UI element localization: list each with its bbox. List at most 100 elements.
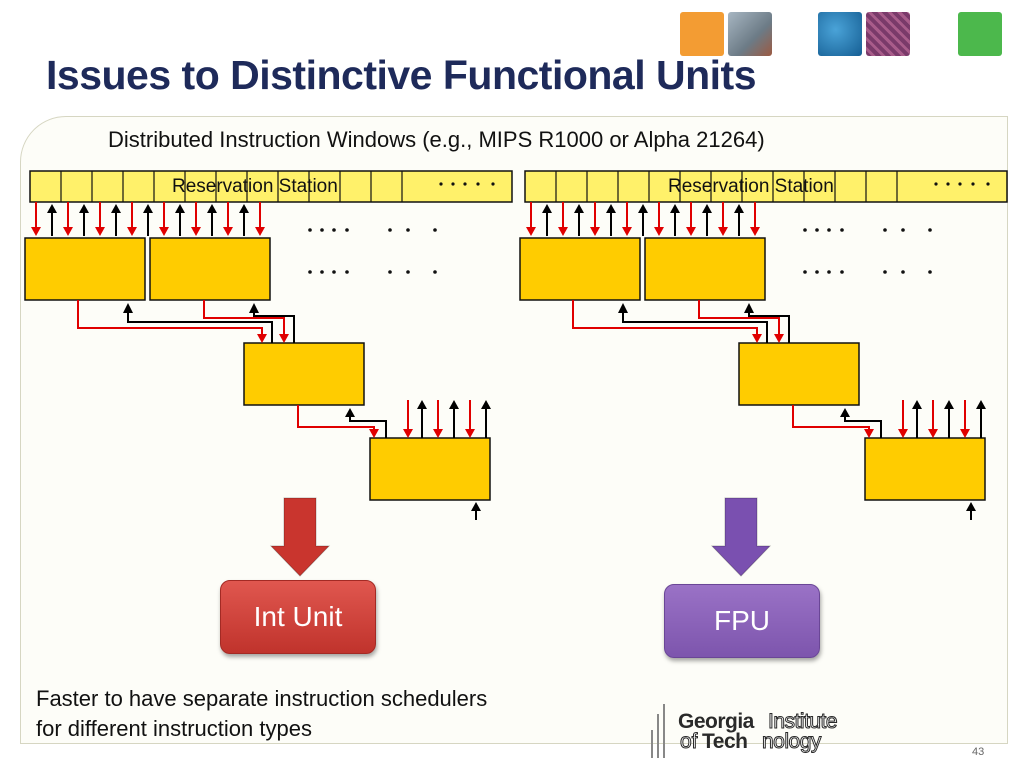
- left-group-wire-red-c: [297, 405, 375, 429]
- left-group-rs-ellipsis-dot: [451, 182, 455, 186]
- left-group-row1-dot: [345, 228, 349, 232]
- left-group-row1-dot: [406, 228, 410, 232]
- left-group-row1-dot: [388, 228, 392, 232]
- left-group-box-a: [24, 237, 146, 301]
- right-group-wire-black-c-head: [840, 408, 850, 417]
- right-group-result-arrow-head: [574, 204, 584, 213]
- orange-tile: [680, 12, 724, 56]
- right-group-result-arrow-head: [702, 204, 712, 213]
- right-group-row2-dot: [827, 270, 831, 274]
- left-group-wire-black-a-head: [123, 303, 133, 313]
- right-group-row1-dot: [901, 228, 905, 232]
- right-group-wire-red-b: [698, 300, 780, 334]
- right-group-wire-red-a-head: [752, 334, 762, 343]
- left-group-result-arrow-head: [207, 204, 217, 213]
- left-group-issue-arrow-head: [223, 227, 233, 236]
- int-unit-label: Int Unit: [253, 601, 343, 632]
- left-group-row1-dot: [332, 228, 336, 232]
- left-group-wire-black-b: [253, 313, 295, 343]
- logo-nology: nology: [762, 730, 822, 754]
- left-group-issue-arrow-head: [159, 227, 169, 236]
- right-group-box-d-in-black2-head: [944, 400, 954, 409]
- right-group-issue-arrow-head: [558, 227, 568, 236]
- right-group-result-arrow-head: [542, 204, 552, 213]
- left-group-rs-ellipsis-dot: [439, 182, 443, 186]
- left-group-issue-arrow-head: [95, 227, 105, 236]
- note-line-1: Faster to have separate instruction sche…: [36, 686, 488, 711]
- left-group-row2-dot: [320, 270, 324, 274]
- right-group-row1-dot: [827, 228, 831, 232]
- blue-tile: [818, 12, 862, 56]
- left-group-wire-red-a: [77, 300, 263, 334]
- left-group-row2-dot: [345, 270, 349, 274]
- left-group-row2-dot: [332, 270, 336, 274]
- left-group-row2-dot: [388, 270, 392, 274]
- left-group-issue-arrow-head: [191, 227, 201, 236]
- left-group-rs-ellipsis-dot: [476, 182, 480, 186]
- right-group-result-arrow-head: [734, 204, 744, 213]
- right-group-row2-dot: [901, 270, 905, 274]
- left-group-wire-black-b-head: [249, 303, 259, 313]
- right-group-rs-ellipsis-dot: [958, 182, 962, 186]
- right-group-wire-black-c: [844, 417, 882, 438]
- logo-institute: Institute: [767, 710, 838, 734]
- right-group-issue-arrow-head: [750, 227, 760, 236]
- left-group-box-d-out-head: [471, 502, 481, 511]
- circuit-tile: [866, 12, 910, 56]
- left-group-box-b: [149, 237, 271, 301]
- page-number: 43: [972, 746, 985, 758]
- right-group-wire-red-a: [572, 300, 758, 334]
- left-group-wire-black-c: [349, 417, 387, 438]
- photo-tile: [728, 12, 772, 56]
- right-group-row1-dot: [928, 228, 932, 232]
- left-group-box-d-in-red3-head: [465, 429, 475, 438]
- fpu-box: FPU: [664, 584, 820, 658]
- left-group-box-d-in-red-head: [403, 429, 413, 438]
- footer-note: Faster to have separate instruction sche…: [36, 684, 596, 744]
- logo-mark: [651, 704, 665, 758]
- right-group-issue-arrow-head: [590, 227, 600, 236]
- right-group-box-d-in-red2-head: [928, 429, 938, 438]
- georgia-tech-logo: Georgia Institute of Tech nology: [640, 700, 876, 762]
- green-tile: [958, 12, 1002, 56]
- left-group-result-arrow-head: [47, 204, 57, 213]
- left-group-issue-arrow-head: [255, 227, 265, 236]
- right-group-rs-ellipsis-dot: [986, 182, 990, 186]
- right-group-box-d-in-black3-head: [976, 400, 986, 409]
- right-group-result-arrow-head: [638, 204, 648, 213]
- right-group-box-d: [864, 437, 986, 501]
- int-unit-box: Int Unit: [220, 580, 376, 654]
- left-group-wire-red-b-head: [279, 334, 289, 343]
- right-group-wire-red-b-head: [774, 334, 784, 343]
- left-group-box-c: [243, 342, 365, 406]
- right-group-row1-dot: [840, 228, 844, 232]
- left-group-result-arrow-head: [175, 204, 185, 213]
- left-group-box-d: [369, 437, 491, 501]
- right-group-issue-arrow-head: [622, 227, 632, 236]
- right-group-row2-dot: [815, 270, 819, 274]
- left-group-row2-dot: [406, 270, 410, 274]
- left-group-result-arrow-head: [79, 204, 89, 213]
- left-group-wire-black-c-head: [345, 408, 355, 417]
- right-group-box-b: [644, 237, 766, 301]
- logo-georgia: Georgia: [678, 710, 754, 733]
- right-group-row2-dot: [803, 270, 807, 274]
- right-group-wire-black-a: [622, 313, 768, 343]
- right-group-rs-ellipsis-dot: [971, 182, 975, 186]
- right-group-wire-black-b-head: [744, 303, 754, 313]
- int-unit-block-arrow: [269, 497, 331, 577]
- right-group-row1-dot: [815, 228, 819, 232]
- right-group-box-d-in-red3-head: [960, 429, 970, 438]
- left-group-box-d-in-black-head: [417, 400, 427, 409]
- left-group-row2-dot: [433, 270, 437, 274]
- left-group-wire-black-a: [127, 313, 273, 343]
- right-group-issue-arrow-head: [686, 227, 696, 236]
- left-group-row2-dot: [308, 270, 312, 274]
- right-group-row2-dot: [928, 270, 932, 274]
- left-group-box-d-in-black2-head: [449, 400, 459, 409]
- left-group-issue-arrow-head: [63, 227, 73, 236]
- right-group-wire-red-c: [792, 405, 870, 429]
- right-group-box-d-out-head: [966, 502, 976, 511]
- right-group-issue-arrow-head: [526, 227, 536, 236]
- left-group-result-arrow-head: [239, 204, 249, 213]
